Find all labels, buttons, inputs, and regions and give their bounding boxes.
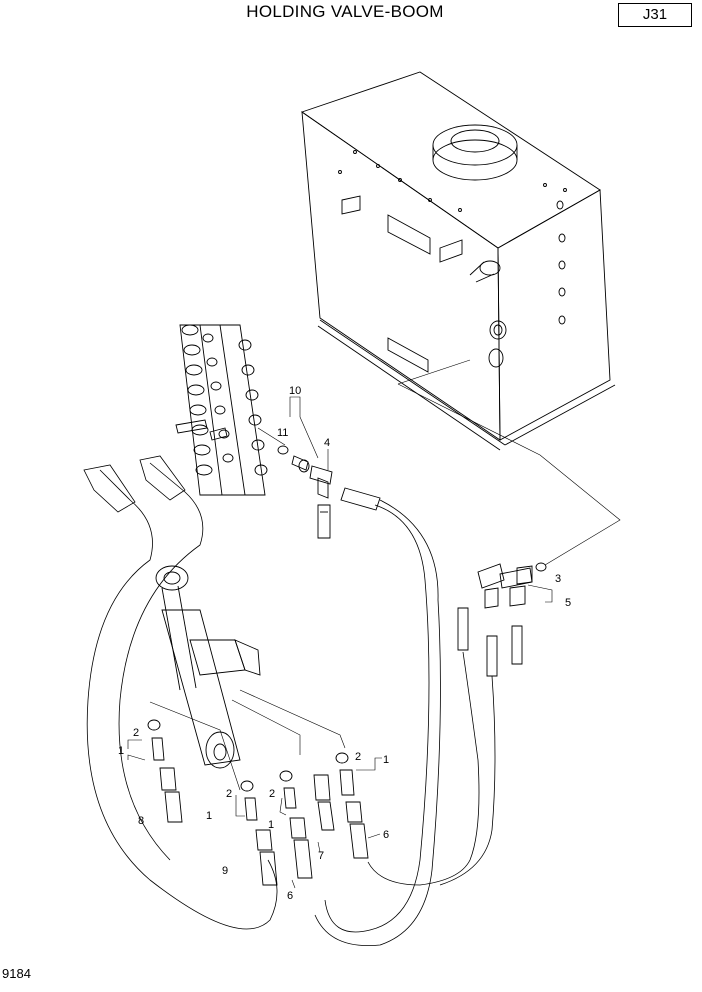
o-ring-2c xyxy=(279,770,293,782)
hose-lines xyxy=(83,455,496,946)
callout-2d: 2 xyxy=(355,751,361,763)
control-valve xyxy=(175,324,286,496)
callout-2a: 2 xyxy=(133,727,139,739)
o-ring-2b xyxy=(240,780,254,792)
callout-4: 4 xyxy=(324,437,330,449)
o-ring-3 xyxy=(535,562,547,572)
callout-5: 5 xyxy=(565,597,571,609)
boom-cylinder xyxy=(149,565,346,791)
o-ring-2d xyxy=(335,752,349,764)
valve-fittings xyxy=(277,396,381,539)
callout-11: 11 xyxy=(277,427,288,439)
callout-3: 3 xyxy=(555,573,561,585)
elbow-fittings-group xyxy=(457,562,553,677)
drawing-number: 9184 xyxy=(2,966,31,981)
callout-10: 10 xyxy=(289,385,301,397)
callout-1c: 1 xyxy=(268,819,274,831)
tank-housing xyxy=(301,71,621,566)
callout-labels: 10 11 4 3 5 2 1 8 2 1 9 2 1 6 7 2 1 6 xyxy=(118,385,571,902)
callout-6a: 6 xyxy=(287,890,293,902)
callout-7: 7 xyxy=(318,850,324,862)
page-code-box: J31 xyxy=(618,3,692,27)
callout-1a: 1 xyxy=(118,745,124,757)
page-title: HOLDING VALVE-BOOM xyxy=(246,2,444,21)
callout-2b: 2 xyxy=(226,788,232,800)
callout-6b: 6 xyxy=(383,829,389,841)
callout-1b: 1 xyxy=(206,810,212,822)
callout-8: 8 xyxy=(138,815,144,827)
callout-1d: 1 xyxy=(383,754,389,766)
callout-9: 9 xyxy=(222,865,228,877)
o-ring-2a xyxy=(147,719,161,731)
callout-2c: 2 xyxy=(269,788,275,800)
lower-fittings xyxy=(127,719,382,889)
o-ring-11 xyxy=(277,445,289,455)
